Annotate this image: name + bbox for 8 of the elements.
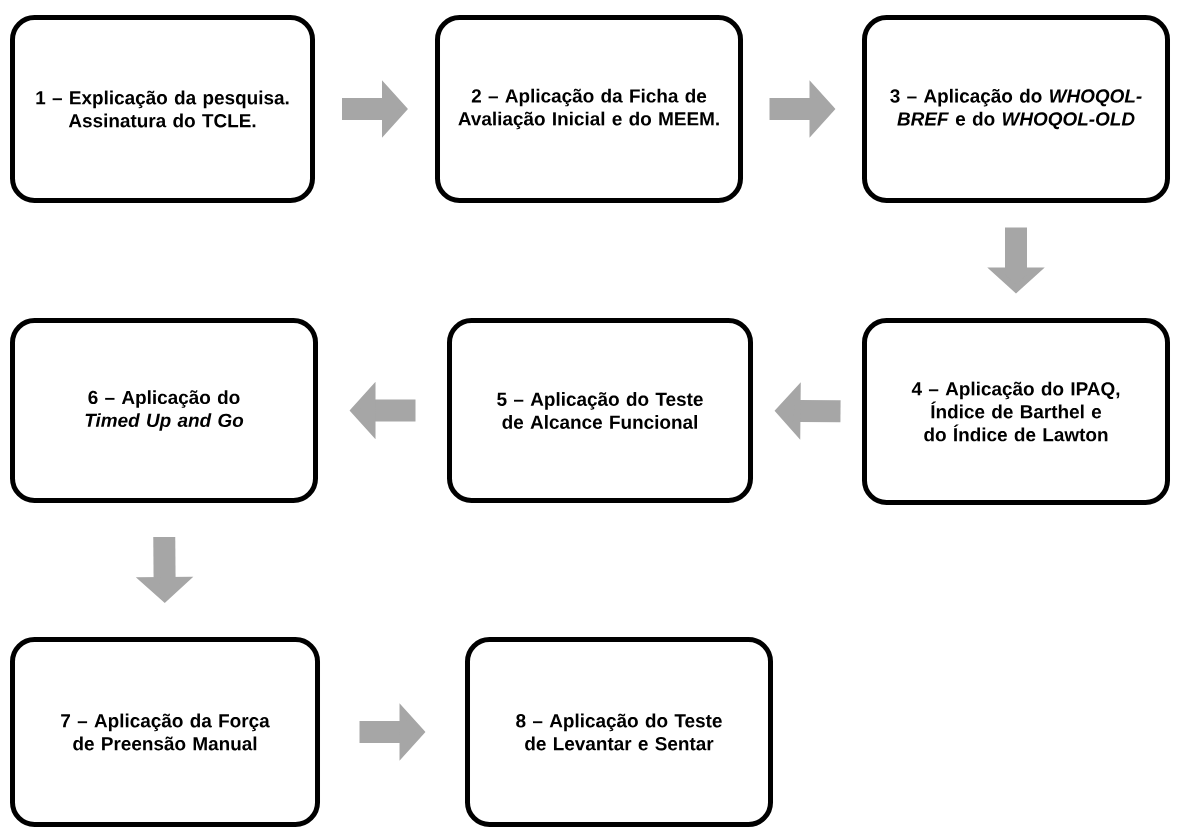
process-box: 4 – Aplicação do IPAQ, Índice de Barthel e do Índice de Lawton	[862, 318, 1170, 505]
process-box: 2 – Aplicação da Ficha de Avaliação Inicial e do MEEM.	[435, 15, 743, 203]
process-box: 1 – Explicação da pesquisa. Assinatura do TCLE.	[10, 15, 315, 203]
process-box: 8 – Aplicação do Teste de Levantar e Sentar	[465, 637, 773, 827]
process-box: 6 – Aplicação do Timed Up and Go	[10, 318, 318, 503]
process-box: 7 – Aplicação da Força de Preensão Manual	[10, 637, 320, 827]
process-box: 5 – Aplicação do Teste de Alcance Funcional	[447, 318, 753, 503]
process-box: 3 – Aplicação do WHOQOL-BREF e do WHOQOL-OLD	[862, 15, 1170, 203]
